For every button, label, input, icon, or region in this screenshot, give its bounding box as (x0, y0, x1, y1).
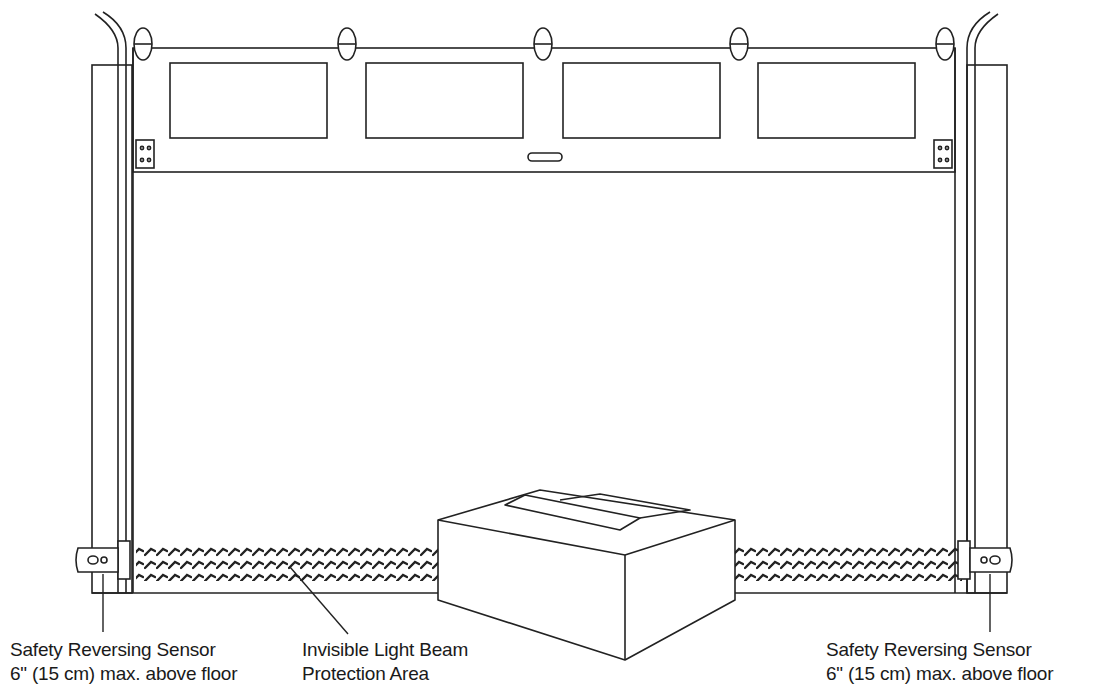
beam-label: Protection Area (302, 663, 429, 685)
beam-label: Invisible Light Beam (302, 639, 468, 661)
sensor-label: Safety Reversing Sensor (10, 639, 216, 661)
height-dimension: 6" (15 cm) max. above floor (826, 663, 1053, 685)
sensor-label: Safety Reversing Sensor (826, 639, 1032, 661)
height-dimension: 6" (15 cm) max. above floor (10, 663, 237, 685)
